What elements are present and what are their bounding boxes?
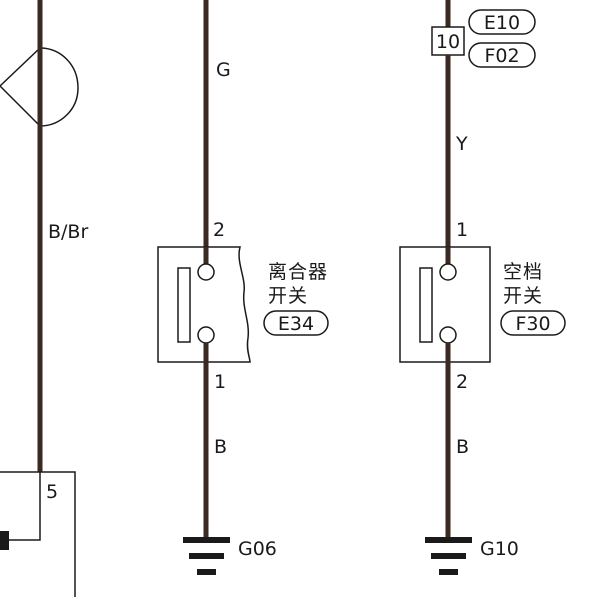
wire-right-bottom-label: B: [456, 436, 469, 458]
clutch-switch-name-line2: 开关: [268, 285, 308, 307]
clutch-switch-code: E34: [278, 313, 314, 335]
left-component-pin: 5: [46, 481, 58, 503]
neutral-switch-box: [399, 246, 491, 363]
left-component-box: [0, 471, 76, 597]
left-component-inner-line: [8, 472, 41, 541]
ground-label-g10: G10: [480, 538, 519, 560]
clutch-switch-contact-bottom: [197, 326, 215, 344]
neutral-switch-contact-top: [439, 263, 457, 281]
clutch-switch-pin-top: 2: [213, 219, 225, 241]
neutral-switch-contact-bottom: [439, 326, 457, 344]
wire-right-top-label: Y: [455, 133, 468, 155]
connector-pin: 10: [436, 31, 460, 53]
lamp-symbol: [0, 47, 79, 127]
connector-code-bottom-badge: [468, 42, 536, 68]
clutch-switch-code-badge: [263, 310, 329, 336]
wire-middle-top-label: G: [216, 59, 231, 81]
neutral-switch-name-line2: 开关: [503, 285, 543, 307]
neutral-switch-code: F30: [515, 313, 550, 335]
neutral-switch-name-line1: 空档: [503, 261, 543, 283]
connector-code-bottom: F02: [484, 45, 519, 67]
clutch-switch-pin-bottom: 1: [214, 371, 226, 393]
wire-left-label: B/Br: [48, 221, 88, 243]
left-component-terminal: [0, 531, 9, 550]
wire-middle-bottom-label: B: [214, 436, 227, 458]
clutch-switch-box: [157, 246, 251, 363]
neutral-switch-pin-bottom: 2: [456, 371, 468, 393]
neutral-switch-code-badge: [500, 310, 566, 336]
clutch-switch-name-line1: 离合器: [268, 261, 328, 283]
neutral-switch-actuator: [419, 267, 433, 343]
ground-label-g06: G06: [238, 538, 277, 560]
connector-code-top-badge: [468, 9, 536, 35]
connector-code-top: E10: [484, 12, 520, 34]
clutch-switch-actuator: [177, 267, 191, 343]
neutral-switch-pin-top: 1: [456, 219, 468, 241]
ground-symbol-g10: [425, 537, 472, 575]
ground-symbol-g06: [183, 537, 230, 575]
clutch-switch-contact-top: [197, 263, 215, 281]
